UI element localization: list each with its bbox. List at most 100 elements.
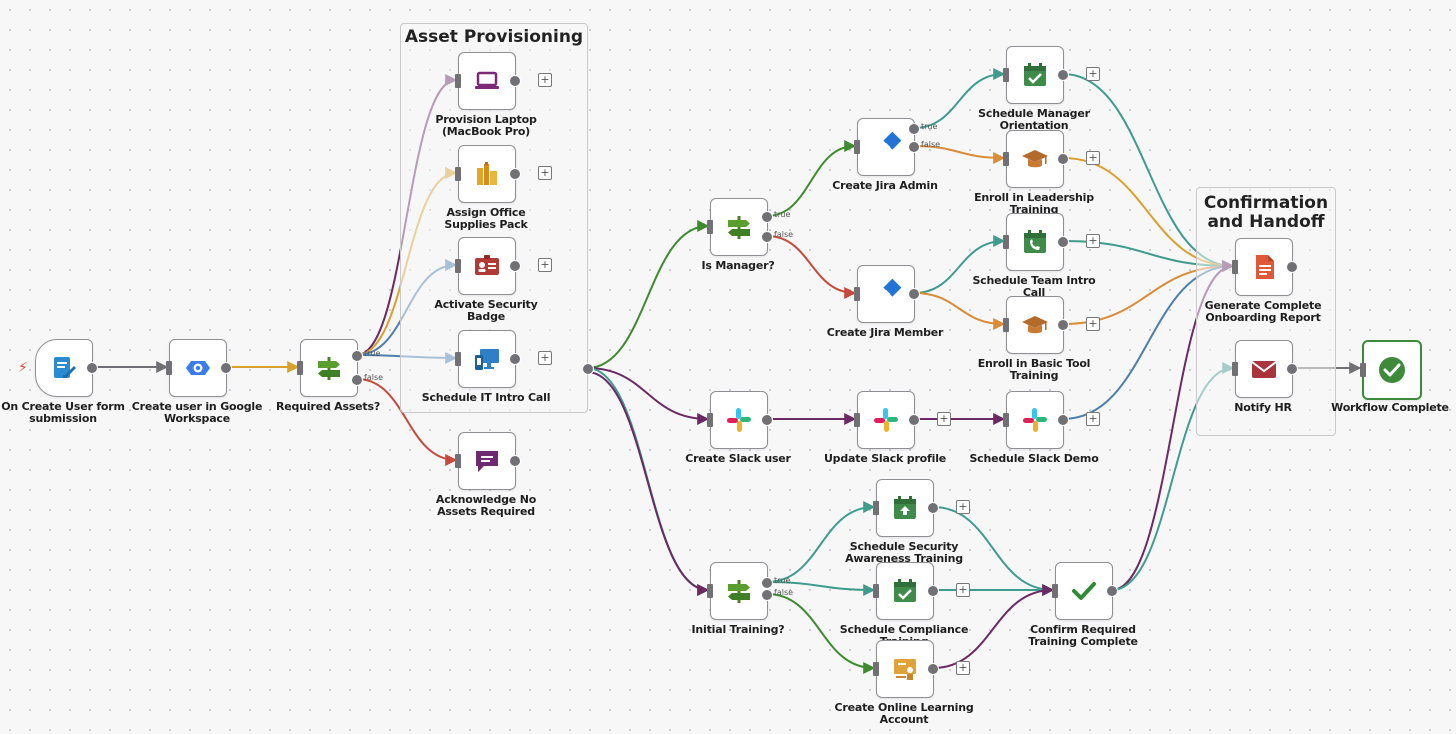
add-node-button[interactable]: +	[956, 500, 970, 514]
output-port[interactable]	[927, 663, 939, 675]
output-port[interactable]	[351, 374, 363, 386]
node-leadership[interactable]	[1003, 130, 1064, 188]
add-node-button[interactable]: +	[538, 351, 552, 365]
input-port[interactable]	[1003, 318, 1009, 332]
add-node-button[interactable]: +	[1086, 317, 1100, 331]
node-sec-awareness[interactable]	[873, 479, 934, 537]
node-online-learning[interactable]	[873, 640, 934, 698]
edge-manager-false[interactable]	[766, 235, 857, 299]
output-port[interactable]	[509, 455, 521, 467]
node-trigger[interactable]	[35, 339, 93, 397]
node-initial-training[interactable]	[707, 562, 768, 620]
node-ack[interactable]	[455, 432, 516, 490]
input-port[interactable]	[1232, 362, 1238, 376]
edge-hub-to-slack-user[interactable]	[586, 367, 710, 425]
node-confirm-training[interactable]	[1052, 562, 1113, 620]
output-port[interactable]	[927, 502, 939, 514]
output-port[interactable]	[1057, 236, 1069, 248]
output-port[interactable]	[509, 353, 521, 365]
input-port[interactable]	[854, 140, 860, 154]
edge-security-to-confirm[interactable]	[932, 506, 1055, 596]
output-port[interactable]	[1057, 319, 1069, 331]
edge-manager-true[interactable]	[766, 140, 857, 217]
output-port[interactable]	[761, 577, 773, 589]
add-node-button[interactable]: +	[956, 661, 970, 675]
input-port[interactable]	[707, 413, 713, 427]
edge-online-to-confirm[interactable]	[932, 584, 1055, 669]
input-port[interactable]	[873, 501, 879, 515]
edge-training-to-security[interactable]	[766, 501, 876, 583]
input-port[interactable]	[1003, 68, 1009, 82]
output-port[interactable]	[509, 168, 521, 180]
edge-jira-admin-to-leadership[interactable]	[913, 145, 1006, 164]
node-report[interactable]	[1232, 238, 1293, 296]
add-node-button[interactable]: +	[1086, 151, 1100, 165]
output-port[interactable]	[908, 414, 920, 426]
node-slack-profile[interactable]	[854, 391, 915, 449]
output-port[interactable]	[761, 231, 773, 243]
merge-port[interactable]	[582, 363, 594, 375]
output-port[interactable]	[509, 260, 521, 272]
edge-hub-to-initial-training-2[interactable]	[586, 371, 710, 596]
add-node-button[interactable]: +	[538, 258, 552, 272]
output-port[interactable]	[509, 75, 521, 87]
node-jira-member[interactable]	[854, 265, 915, 323]
node-complete[interactable]	[1360, 340, 1422, 400]
input-port[interactable]	[1052, 584, 1058, 598]
output-port[interactable]	[220, 362, 232, 374]
input-port[interactable]	[707, 584, 713, 598]
node-it-intro[interactable]	[455, 330, 516, 388]
node-required-assets[interactable]	[297, 339, 358, 397]
input-port[interactable]	[455, 352, 461, 366]
node-slack-user[interactable]	[707, 391, 768, 449]
output-port[interactable]	[351, 350, 363, 362]
output-port[interactable]	[908, 288, 920, 300]
node-jira-admin[interactable]	[854, 118, 915, 176]
output-port[interactable]	[1106, 585, 1118, 597]
output-port[interactable]	[1286, 363, 1298, 375]
add-node-button[interactable]: +	[956, 583, 970, 597]
output-port[interactable]	[761, 211, 773, 223]
node-laptop[interactable]	[455, 52, 516, 110]
input-port[interactable]	[873, 584, 879, 598]
output-port[interactable]	[1057, 153, 1069, 165]
input-port[interactable]	[455, 74, 461, 88]
add-node-button[interactable]: +	[1086, 412, 1100, 426]
add-node-button[interactable]: +	[937, 412, 951, 426]
input-port[interactable]	[1360, 363, 1366, 377]
input-port[interactable]	[873, 662, 879, 676]
output-port[interactable]	[927, 585, 939, 597]
node-notify-hr[interactable]	[1232, 340, 1293, 398]
input-port[interactable]	[455, 454, 461, 468]
edge-hub-to-is-manager[interactable]	[586, 220, 710, 369]
input-port[interactable]	[455, 167, 461, 181]
input-port[interactable]	[1232, 260, 1238, 274]
node-google[interactable]	[166, 339, 227, 397]
node-supplies[interactable]	[455, 145, 516, 203]
node-compliance[interactable]	[873, 562, 934, 620]
output-port[interactable]	[1057, 414, 1069, 426]
add-node-button[interactable]: +	[538, 166, 552, 180]
input-port[interactable]	[854, 287, 860, 301]
output-port[interactable]	[908, 141, 920, 153]
add-node-button[interactable]: +	[1086, 234, 1100, 248]
node-team-intro[interactable]	[1003, 213, 1064, 271]
input-port[interactable]	[854, 413, 860, 427]
output-port[interactable]	[908, 123, 920, 135]
node-mgr-orient[interactable]	[1003, 46, 1064, 104]
edge-jira-admin-to-orientation[interactable]	[913, 68, 1006, 129]
input-port[interactable]	[1003, 235, 1009, 249]
edge-jira-member-to-basic-tool[interactable]	[913, 292, 1006, 330]
output-port[interactable]	[86, 362, 98, 374]
output-port[interactable]	[761, 589, 773, 601]
input-port[interactable]	[166, 361, 172, 375]
node-slack-demo[interactable]	[1003, 391, 1064, 449]
node-is-manager[interactable]	[707, 198, 768, 256]
input-port[interactable]	[707, 220, 713, 234]
output-port[interactable]	[1286, 261, 1298, 273]
output-port[interactable]	[761, 414, 773, 426]
input-port[interactable]	[455, 259, 461, 273]
edge-assets-to-ack[interactable]	[356, 378, 458, 466]
output-port[interactable]	[1057, 69, 1069, 81]
